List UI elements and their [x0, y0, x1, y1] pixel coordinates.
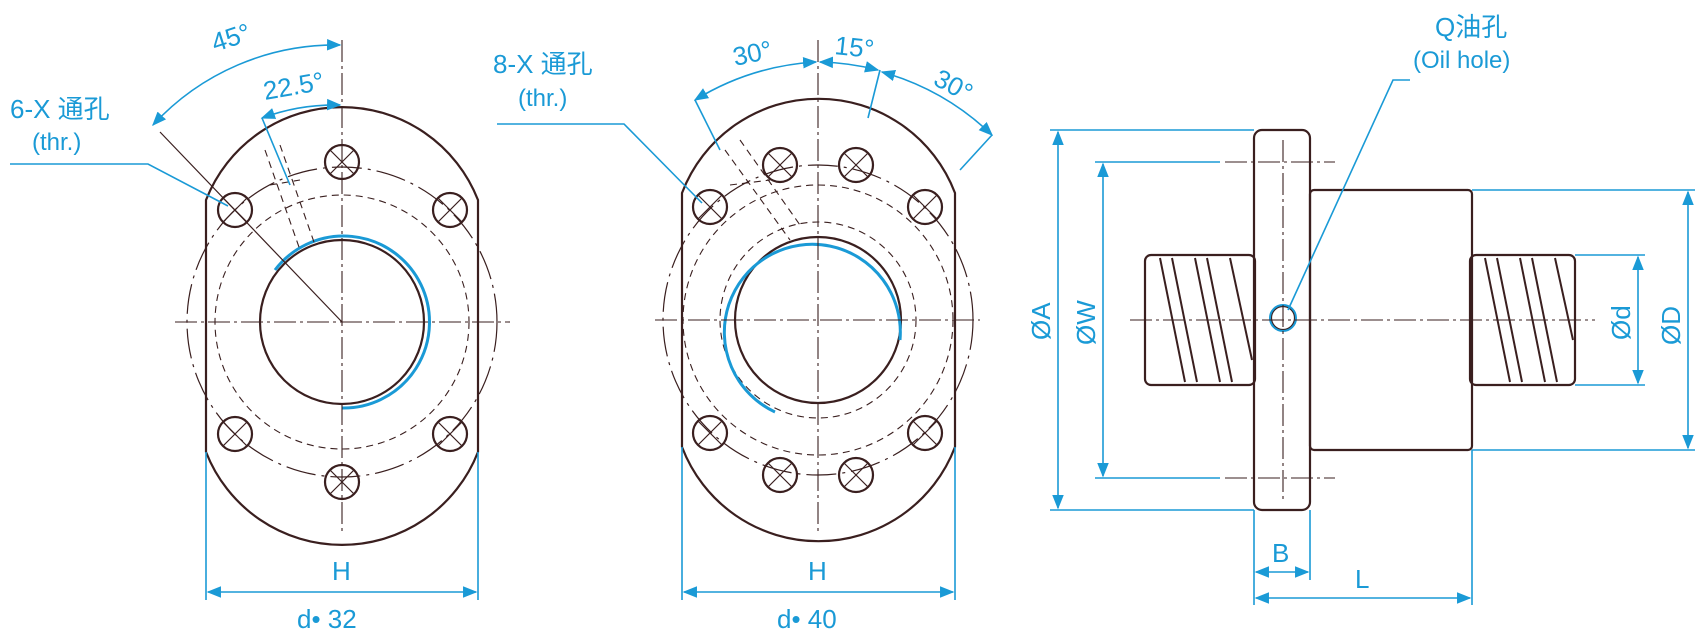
front-view-d40: 30° 15° 30° 8-X 通孔 (thr.) H d• 40 — [493, 30, 994, 634]
front-view-d32: 45° 22.5° 6-X 通孔 (thr.) H d• 32 — [10, 17, 510, 634]
len-l-label: L — [1355, 564, 1369, 594]
bolt-hole — [837, 146, 875, 184]
dia-a-label: ØA — [1026, 302, 1056, 340]
dia-d-label: Ød — [1606, 305, 1636, 340]
angle-45-label: 45° — [208, 17, 255, 58]
angle-30-left-dimension — [693, 57, 818, 101]
angle-22-5-dimension — [260, 98, 342, 119]
oil-hole-hidden — [264, 144, 316, 251]
bolt-hole — [323, 143, 361, 181]
hole-leader — [10, 163, 229, 207]
dia-big-d-label: ØD — [1656, 306, 1686, 345]
hole-leader — [497, 123, 703, 204]
through-hole-label: (thr.) — [32, 129, 81, 156]
oil-hole-hidden — [724, 139, 801, 241]
hole-count-label: 8-X 通孔 — [493, 49, 593, 79]
through-hole-label: (thr.) — [518, 85, 567, 112]
angle-30-left-label: 30° — [730, 34, 775, 72]
hole-count-label: 6-X 通孔 — [10, 94, 110, 124]
angle-45-dimension — [152, 39, 342, 127]
oil-hole-leader — [1287, 79, 1410, 311]
oil-hole-sub-label: (Oil hole) — [1413, 47, 1510, 74]
size-d40-label: d• 40 — [777, 604, 837, 634]
oil-hole-label: Q油孔 — [1435, 12, 1507, 42]
bolt-hole — [761, 146, 799, 184]
bolt-hole — [691, 188, 729, 226]
bolt-hole — [216, 415, 254, 453]
h-label: H — [332, 556, 351, 586]
bolt-hole — [691, 414, 729, 452]
bolt-hole — [837, 456, 875, 494]
bolt-hole — [323, 463, 361, 501]
dia-w-label: ØW — [1071, 300, 1101, 345]
side-view: Q油孔 (Oil hole) ØA ØW Ød ØD B L — [1026, 12, 1695, 605]
h-label: H — [808, 556, 827, 586]
angle-22-5-label: 22.5° — [261, 66, 326, 106]
angle-15-dimension — [818, 56, 880, 73]
angle-15-label: 15° — [833, 30, 875, 64]
len-b-label: B — [1272, 538, 1289, 568]
thread-start-arc — [722, 242, 902, 414]
size-d32-label: d• 32 — [297, 604, 357, 634]
angle-30-right-dimension — [880, 69, 994, 136]
bolt-hole — [906, 414, 944, 452]
bolt-hole — [906, 188, 944, 226]
bolt-hole — [431, 191, 469, 229]
bolt-hole — [431, 415, 469, 453]
angle-30-right-label: 30° — [929, 63, 978, 108]
thread-start-arc — [273, 234, 431, 410]
bolt-hole — [761, 456, 799, 494]
